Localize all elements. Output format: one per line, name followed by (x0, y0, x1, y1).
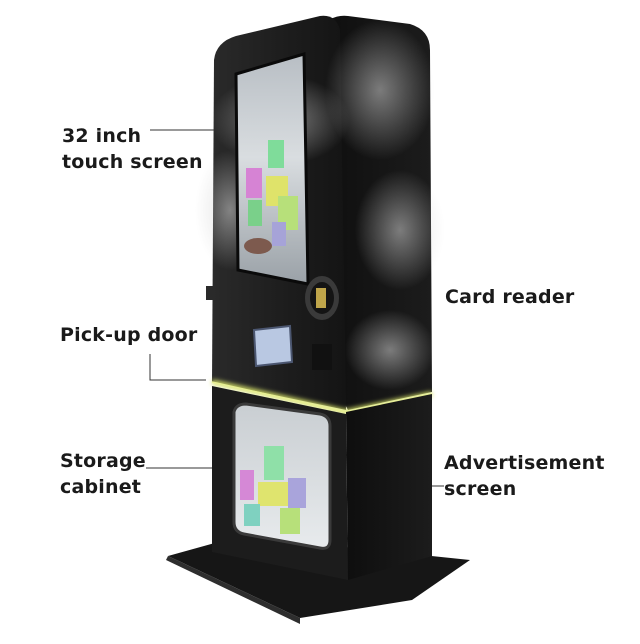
card-reader-label: Card reader (445, 284, 575, 310)
base-plate-edge (166, 556, 300, 624)
card-reader-label-line1: Card reader (445, 286, 575, 308)
smoke-effect (355, 170, 445, 290)
storage-cabinet-label-line2: cabinet (60, 476, 142, 498)
side-lock (206, 286, 214, 300)
screen-product-display (244, 140, 298, 254)
pick-up-door-label: Pick-up door (60, 322, 197, 348)
pick-up-door (252, 324, 294, 368)
pick-up-door-label-line1: Pick-up door (60, 324, 198, 346)
pick-up-door-leader (149, 354, 206, 381)
pick-up-door-slot (312, 344, 332, 370)
advertisement-screen-label-line2: screen (444, 478, 517, 500)
advertisement-screen-label: Advertisement screen (444, 450, 605, 502)
touch-screen-label-line1: 32 inch (62, 125, 142, 147)
storage-products (240, 446, 306, 534)
storage-cabinet-side (346, 394, 432, 580)
storage-cabinet-label-line1: Storage (60, 450, 146, 472)
smoke-effect (345, 310, 435, 390)
touch-screen-label: 32 inch touch screen (62, 123, 203, 175)
storage-cabinet-label: Storage cabinet (60, 448, 146, 500)
advertisement-screen-label-line1: Advertisement (444, 452, 605, 474)
touch-screen-label-line2: touch screen (62, 151, 203, 173)
smoke-effect (325, 20, 435, 160)
card-reader (305, 276, 339, 320)
